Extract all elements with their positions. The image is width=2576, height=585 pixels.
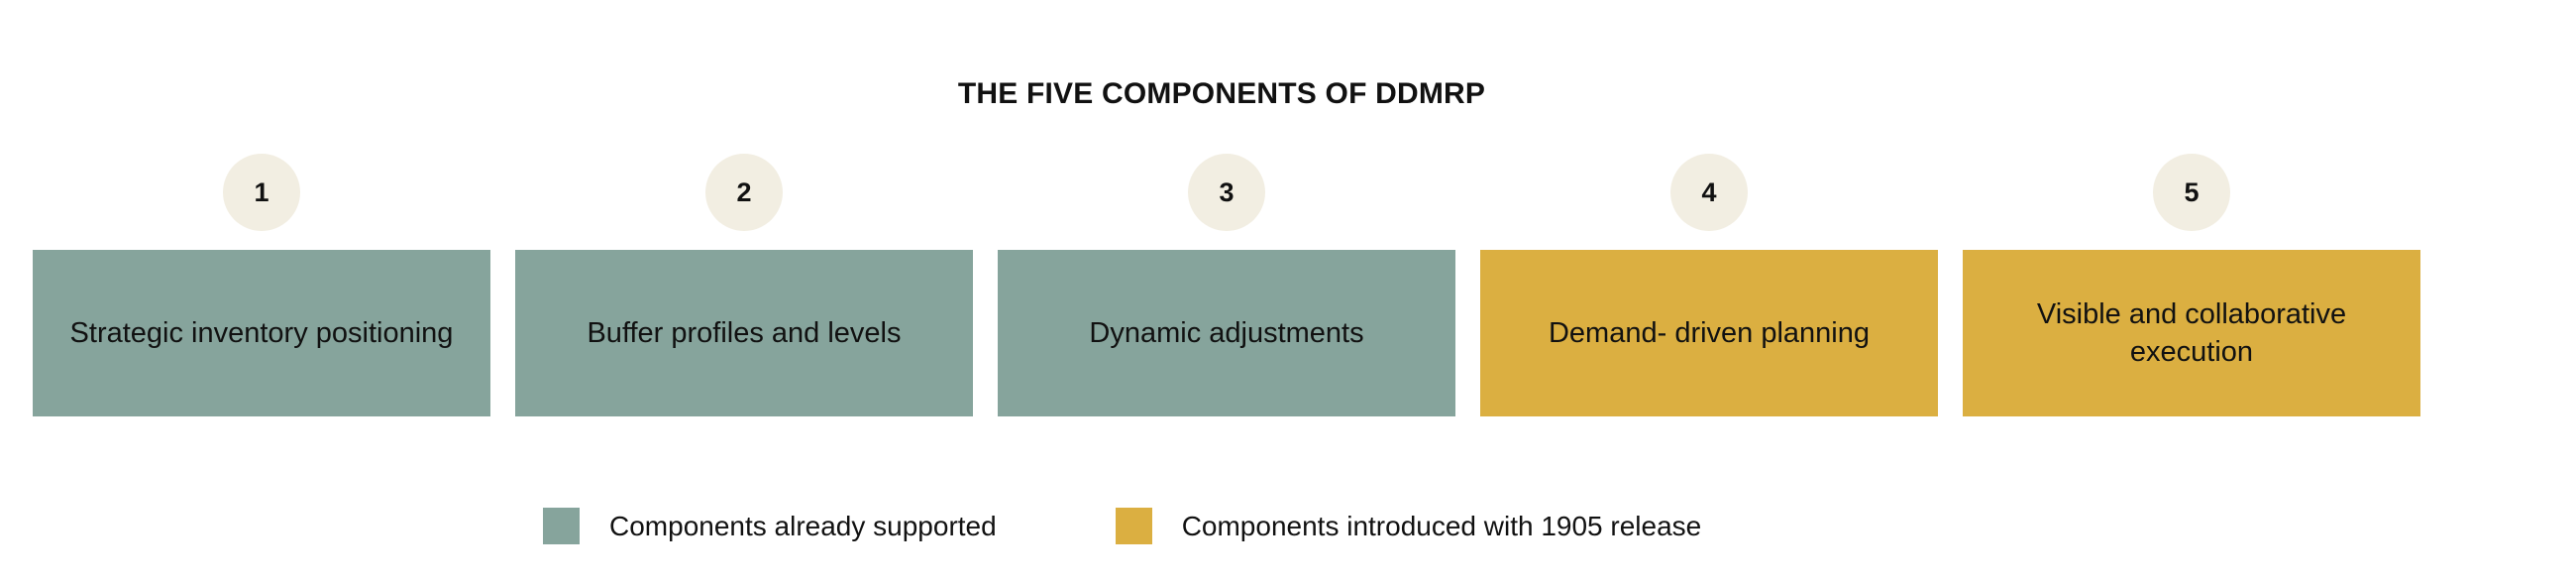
legend-label-introduced: Components introduced with 1905 release: [1181, 511, 1702, 541]
component-number-badge-3: 3: [1188, 154, 1265, 231]
component-box-4[interactable]: Demand- driven planning: [1480, 250, 1938, 416]
component-box-3[interactable]: Dynamic adjustments: [998, 250, 1455, 416]
legend-swatch-supported: [543, 508, 580, 544]
component-item-2[interactable]: Buffer profiles and levels 2: [515, 154, 973, 416]
component-number-badge-1: 1: [223, 154, 300, 231]
legend-label-supported: Components already supported: [609, 511, 997, 541]
component-item-5[interactable]: Visible and collaborative execution 5: [1963, 154, 2420, 416]
component-item-3[interactable]: Dynamic adjustments 3: [998, 154, 1455, 416]
component-label-4: Demand- driven planning: [1548, 317, 1871, 349]
component-label-3: Dynamic adjustments: [1089, 317, 1364, 349]
component-label-5: Visible and collaborative execution: [2036, 298, 2347, 368]
component-box-1[interactable]: Strategic inventory positioning: [33, 250, 490, 416]
component-label-1: Strategic inventory positioning: [69, 317, 454, 349]
legend-entry-introduced[interactable]: Components introduced with 1905 release: [1115, 508, 1702, 544]
legend-entry-supported[interactable]: Components already supported: [543, 508, 997, 544]
component-label-2: Buffer profiles and levels: [587, 317, 902, 349]
component-number-badge-2: 2: [705, 154, 783, 231]
component-number-badge-4: 4: [1670, 154, 1748, 231]
legend-swatch-introduced: [1115, 508, 1152, 544]
component-box-2[interactable]: Buffer profiles and levels: [515, 250, 973, 416]
component-item-4[interactable]: Demand- driven planning 4: [1480, 154, 1938, 416]
legend: Components already supported Components …: [543, 508, 1701, 544]
component-item-1[interactable]: Strategic inventory positioning 1: [33, 154, 490, 416]
page-title: THE FIVE COMPONENTS OF DDMRP: [957, 77, 1486, 110]
component-box-5[interactable]: Visible and collaborative execution: [1963, 250, 2420, 416]
component-number-badge-5: 5: [2153, 154, 2230, 231]
components-row: Strategic inventory positioning 1 Buffer…: [33, 154, 2420, 416]
